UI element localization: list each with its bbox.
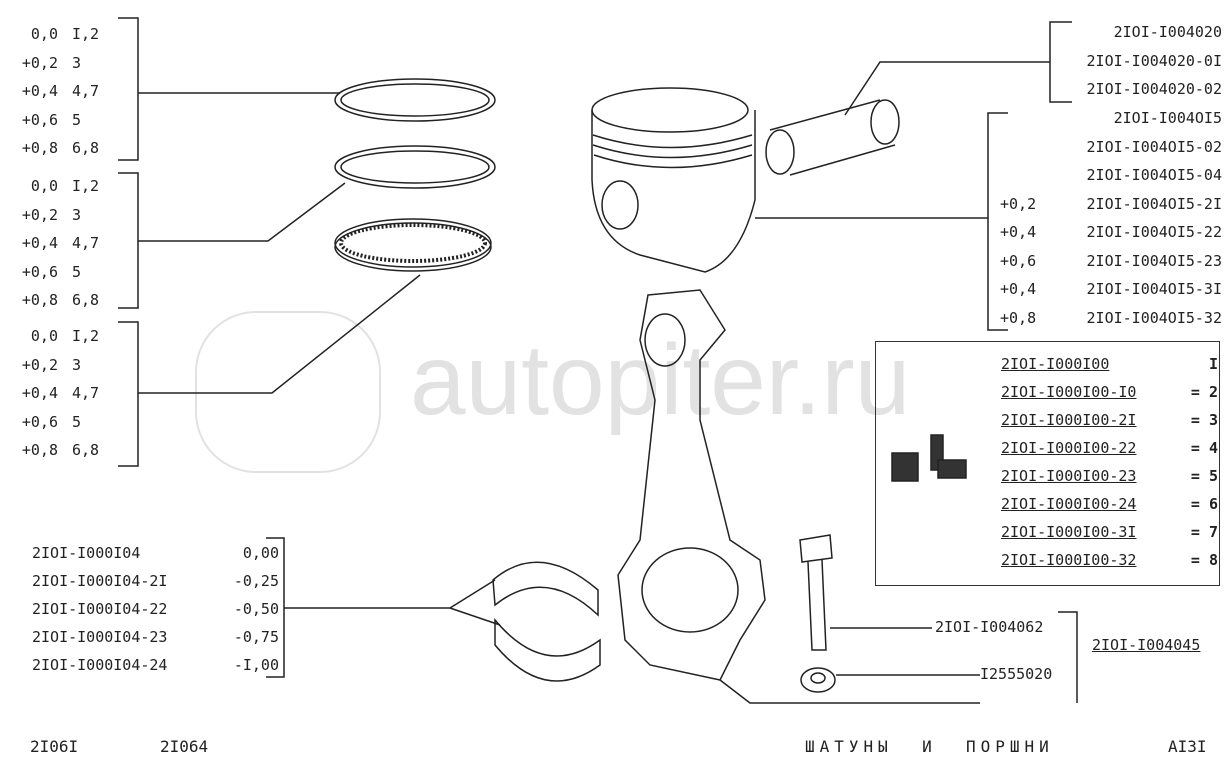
piston-ring-1: [334, 78, 496, 122]
bracket-piston: [755, 112, 1008, 331]
rod-bolt: [799, 534, 833, 651]
watermark-logo: [195, 311, 381, 473]
rod-nut: [800, 667, 836, 693]
bracket-pin: [844, 21, 1072, 116]
connecting-rod: [617, 289, 766, 681]
bracket-bolt-nut: [1058, 611, 1078, 703]
bracket-ring-2: [118, 172, 346, 309]
bracket-ring-3: [118, 274, 421, 467]
piston-pin: [765, 99, 900, 176]
bearing-shells: [492, 561, 601, 682]
footer-page: AI3I: [1168, 737, 1207, 756]
footer-model-2: 2I064: [160, 737, 209, 756]
piston: [591, 87, 756, 273]
watermark: autopiter.ru: [410, 324, 911, 436]
footer-model-1: 2I06I: [30, 737, 79, 756]
footer-title: ШАТУНЫ И ПОРШНИ: [805, 737, 1054, 756]
piston-ring-2: [334, 145, 496, 189]
bracket-bearing: [266, 537, 501, 678]
rod-leader: [719, 679, 980, 704]
oil-ring: [334, 218, 492, 272]
bolt-code: 2IOI-I004062: [935, 618, 1044, 636]
rod-assembly-code: 2IOI-I004045: [1092, 636, 1201, 654]
nut-code: I2555020: [980, 665, 1053, 683]
bracket-ring-1: [118, 17, 340, 161]
kit-icon: [891, 434, 967, 482]
